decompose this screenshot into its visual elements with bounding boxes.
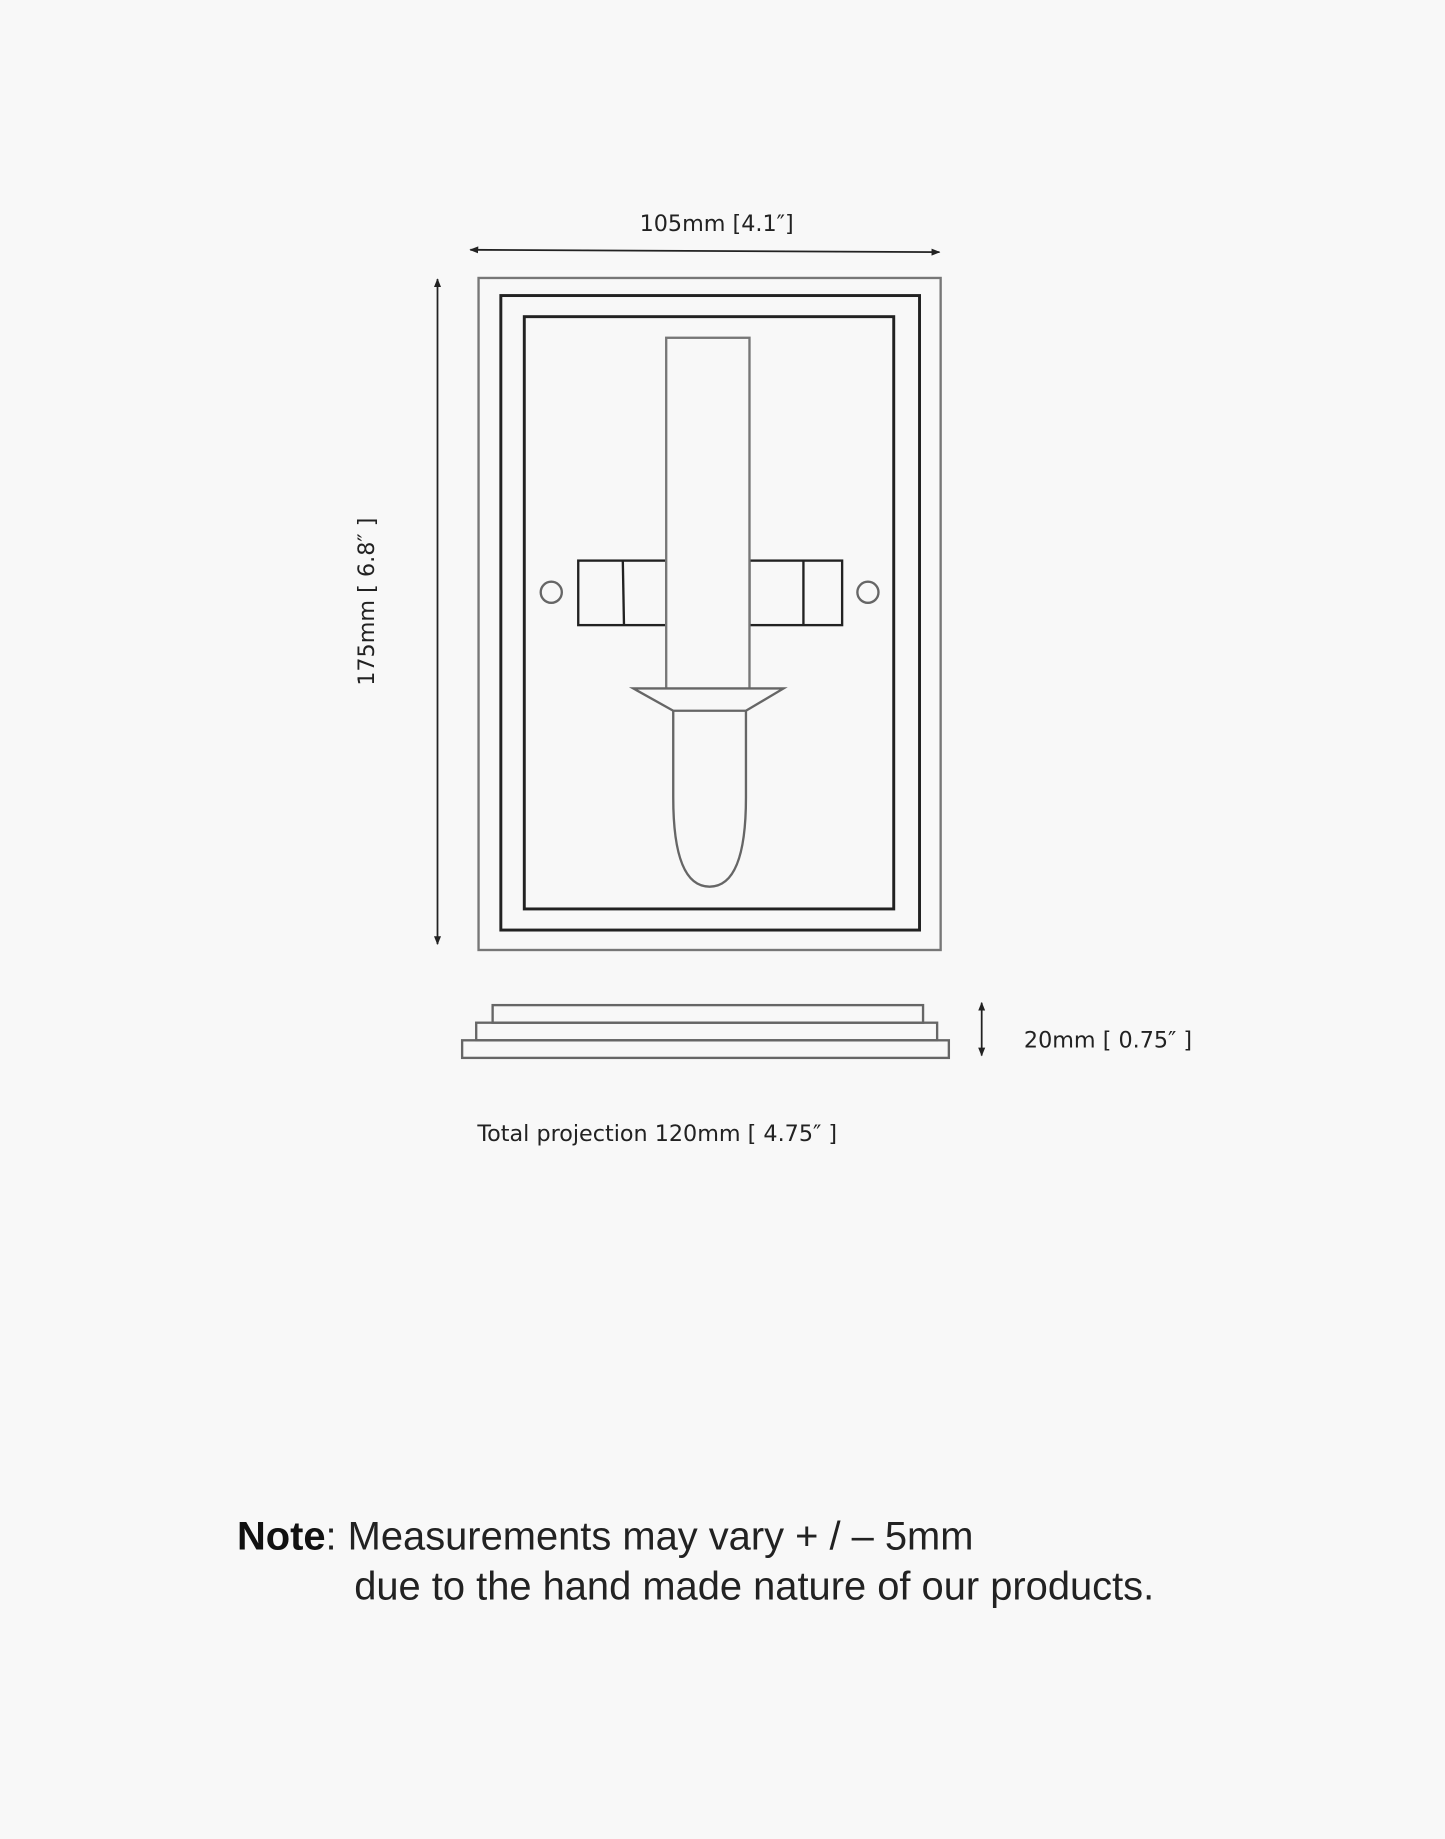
side-plate-bottom xyxy=(460,1039,951,1060)
note-line-2: due to the hand made nature of our produ… xyxy=(354,1565,1154,1609)
width-label: 105mm [4.1″] xyxy=(640,211,794,237)
width-dimension-arrow xyxy=(469,246,941,256)
note-label: Note xyxy=(237,1514,326,1558)
bulb-cup xyxy=(672,710,748,888)
crossbar-right xyxy=(748,559,844,627)
side-plate-middle xyxy=(475,1021,939,1042)
depth-label: 20mm [ 0.75″ ] xyxy=(1024,1027,1192,1053)
screw-left xyxy=(539,580,563,605)
candle-stem xyxy=(665,336,751,691)
drip-pan xyxy=(628,687,788,712)
crossbar-left-divider xyxy=(621,560,626,626)
backplate-middle xyxy=(499,294,922,932)
height-label: 175mm [ 6.8″ ] xyxy=(354,518,380,686)
screw-right xyxy=(856,580,880,605)
note-text: : Measurements may vary + / – 5mm xyxy=(326,1514,974,1558)
note-line-1: Note: Measurements may vary + / – 5mm xyxy=(237,1514,973,1558)
side-plate-top xyxy=(491,1003,925,1024)
projection-label: Total projection 120mm [ 4.75″ ] xyxy=(476,1121,837,1147)
backplate-inner xyxy=(522,315,896,911)
backplate-outer xyxy=(477,276,942,952)
